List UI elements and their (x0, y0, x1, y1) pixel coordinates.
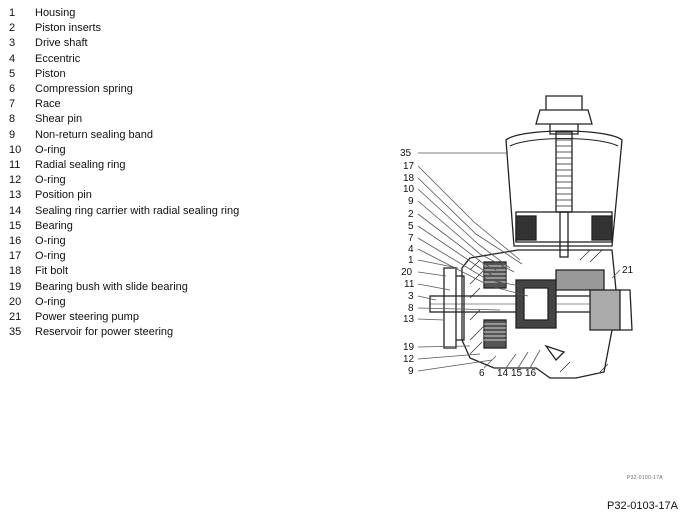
callout-35: 35 (400, 148, 412, 159)
legend-item-label: Sealing ring carrier with radial sealing… (35, 204, 240, 217)
legend-item-number: 1 (9, 7, 16, 19)
callout-13: 13 (403, 314, 415, 325)
callout-21: 21 (622, 265, 634, 276)
leader-lines (417, 152, 621, 372)
legend-item-number: 7 (9, 98, 16, 111)
legend-item-number: 12 (9, 174, 22, 187)
legend-item-number: 20 (9, 295, 22, 308)
figure-id: P32-0103-17A (607, 500, 678, 512)
callout-6: 6 (479, 368, 485, 379)
legend-item-number: 9 (9, 128, 16, 141)
legend-item-number: 17 (9, 250, 22, 263)
legend-item-number: 18 (9, 265, 22, 278)
legend-item-number: 21 (9, 311, 22, 323)
legend-item-number: 3 (9, 37, 16, 50)
legend-item-label: Eccentric (35, 52, 81, 65)
legend-item-number: 11 (9, 159, 21, 171)
legend-item-label: Race (35, 98, 61, 111)
callout-20: 20 (401, 267, 413, 278)
legend-item-number: 19 (9, 280, 22, 293)
legend-item-number: 15 (9, 219, 22, 232)
legend-item-label: Housing (35, 7, 76, 19)
mounting-flange (443, 267, 465, 349)
legend-item-number: 35 (9, 326, 22, 339)
legend-item-label: Bearing bush with slide bearing (35, 280, 188, 293)
legend-item-label: Drive shaft (35, 37, 88, 50)
legend-item-label: Piston (35, 67, 66, 80)
callout-17: 17 (403, 161, 415, 172)
callout-18: 18 (403, 173, 415, 184)
callout-2: 2 (408, 209, 414, 220)
legend-item-label: Shear pin (35, 113, 83, 126)
legend-item-label: O-ring (35, 295, 66, 308)
reservoir-cap (535, 95, 593, 135)
legend-item-number: 13 (9, 189, 22, 202)
legend-item-number: 8 (9, 113, 16, 126)
callout-15: 15 (511, 368, 523, 379)
callout-12: 12 (403, 354, 415, 365)
legend-item-number: 5 (9, 67, 16, 80)
legend-item-label: Position pin (35, 189, 92, 202)
callout-8: 8 (408, 303, 414, 314)
callout-7: 7 (408, 233, 414, 244)
legend-item-label: Piston inserts (35, 22, 102, 35)
reservoir (505, 130, 623, 247)
legend-item-number: 2 (9, 22, 16, 35)
pump-housing (461, 249, 633, 379)
legend-item-number: 10 (9, 143, 22, 156)
callout-11: 11 (404, 279, 415, 290)
legend-item-label: Reservoir for power steering (35, 326, 174, 339)
legend-item-label: Non-return sealing band (35, 128, 154, 141)
callout-1: 1 (408, 255, 414, 266)
callout-14: 14 (497, 368, 509, 379)
legend-item-label: Power steering pump (35, 311, 139, 323)
legend-item-number: 14 (9, 204, 22, 217)
legend-item-label: Fit bolt (35, 265, 69, 278)
callout-10: 10 (403, 184, 415, 195)
plate-code: P32-0100-17A (627, 475, 663, 481)
legend-item-label: O-ring (35, 143, 66, 156)
legend-item-label: Radial sealing ring (35, 159, 126, 171)
legend-item-label: O-ring (35, 174, 66, 187)
lower-valve (544, 344, 566, 362)
legend-item-number: 16 (9, 235, 22, 247)
callout-9-lower: 9 (408, 366, 414, 377)
callout-5: 5 (408, 221, 414, 232)
legend-item-label: O-ring (35, 235, 66, 247)
legend-item-number: 4 (9, 52, 16, 65)
legend-item-label: O-ring (35, 250, 66, 263)
callout-19: 19 (403, 342, 415, 353)
lower-piston-spring (483, 319, 507, 349)
callout-3: 3 (408, 291, 414, 302)
callout-4: 4 (408, 244, 414, 255)
legend-item-label: Compression spring (35, 83, 133, 95)
callout-9-upper: 9 (408, 196, 414, 207)
legend-item-number: 6 (9, 83, 16, 95)
callout-16: 16 (525, 368, 537, 379)
legend-item-label: Bearing (35, 219, 73, 232)
